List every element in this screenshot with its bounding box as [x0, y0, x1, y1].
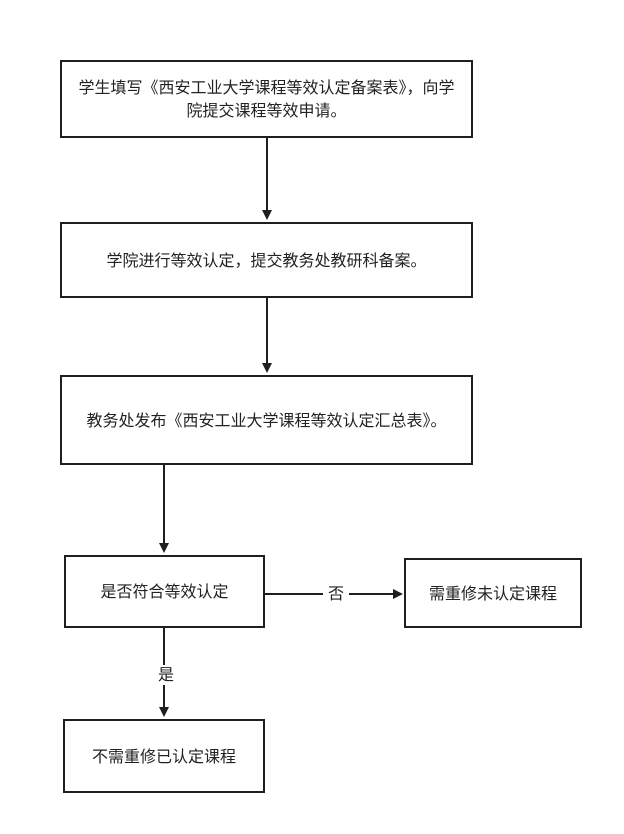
yes-result-box: 不需重修已认定课程: [63, 719, 265, 793]
no-result-box: 需重修未认定课程: [404, 558, 582, 628]
yes-result-text: 不需重修已认定课程: [91, 746, 236, 766]
step2-box: 学院进行等效认定，提交教务处教研科备案。: [60, 222, 473, 298]
step3-text: 教务处发布《西安工业大学课程等效认定汇总表》。: [86, 410, 447, 430]
edge-label-yes: 是: [153, 665, 179, 685]
decision-box: 是否符合等效认定: [64, 555, 265, 628]
step3-box: 教务处发布《西安工业大学课程等效认定汇总表》。: [60, 375, 473, 465]
step1-text: 学生填写《西安工业大学课程等效认定备案表》，向学院提交课程等效申请。: [78, 78, 455, 120]
step2-text: 学院进行等效认定，提交教务处教研科备案。: [106, 250, 427, 270]
no-result-text: 需重修未认定课程: [428, 583, 557, 603]
edge-label-no: 否: [323, 584, 349, 604]
decision-text: 是否符合等效认定: [100, 582, 229, 601]
step1-box: 学生填写《西安工业大学课程等效认定备案表》，向学院提交课程等效申请。: [60, 60, 473, 138]
